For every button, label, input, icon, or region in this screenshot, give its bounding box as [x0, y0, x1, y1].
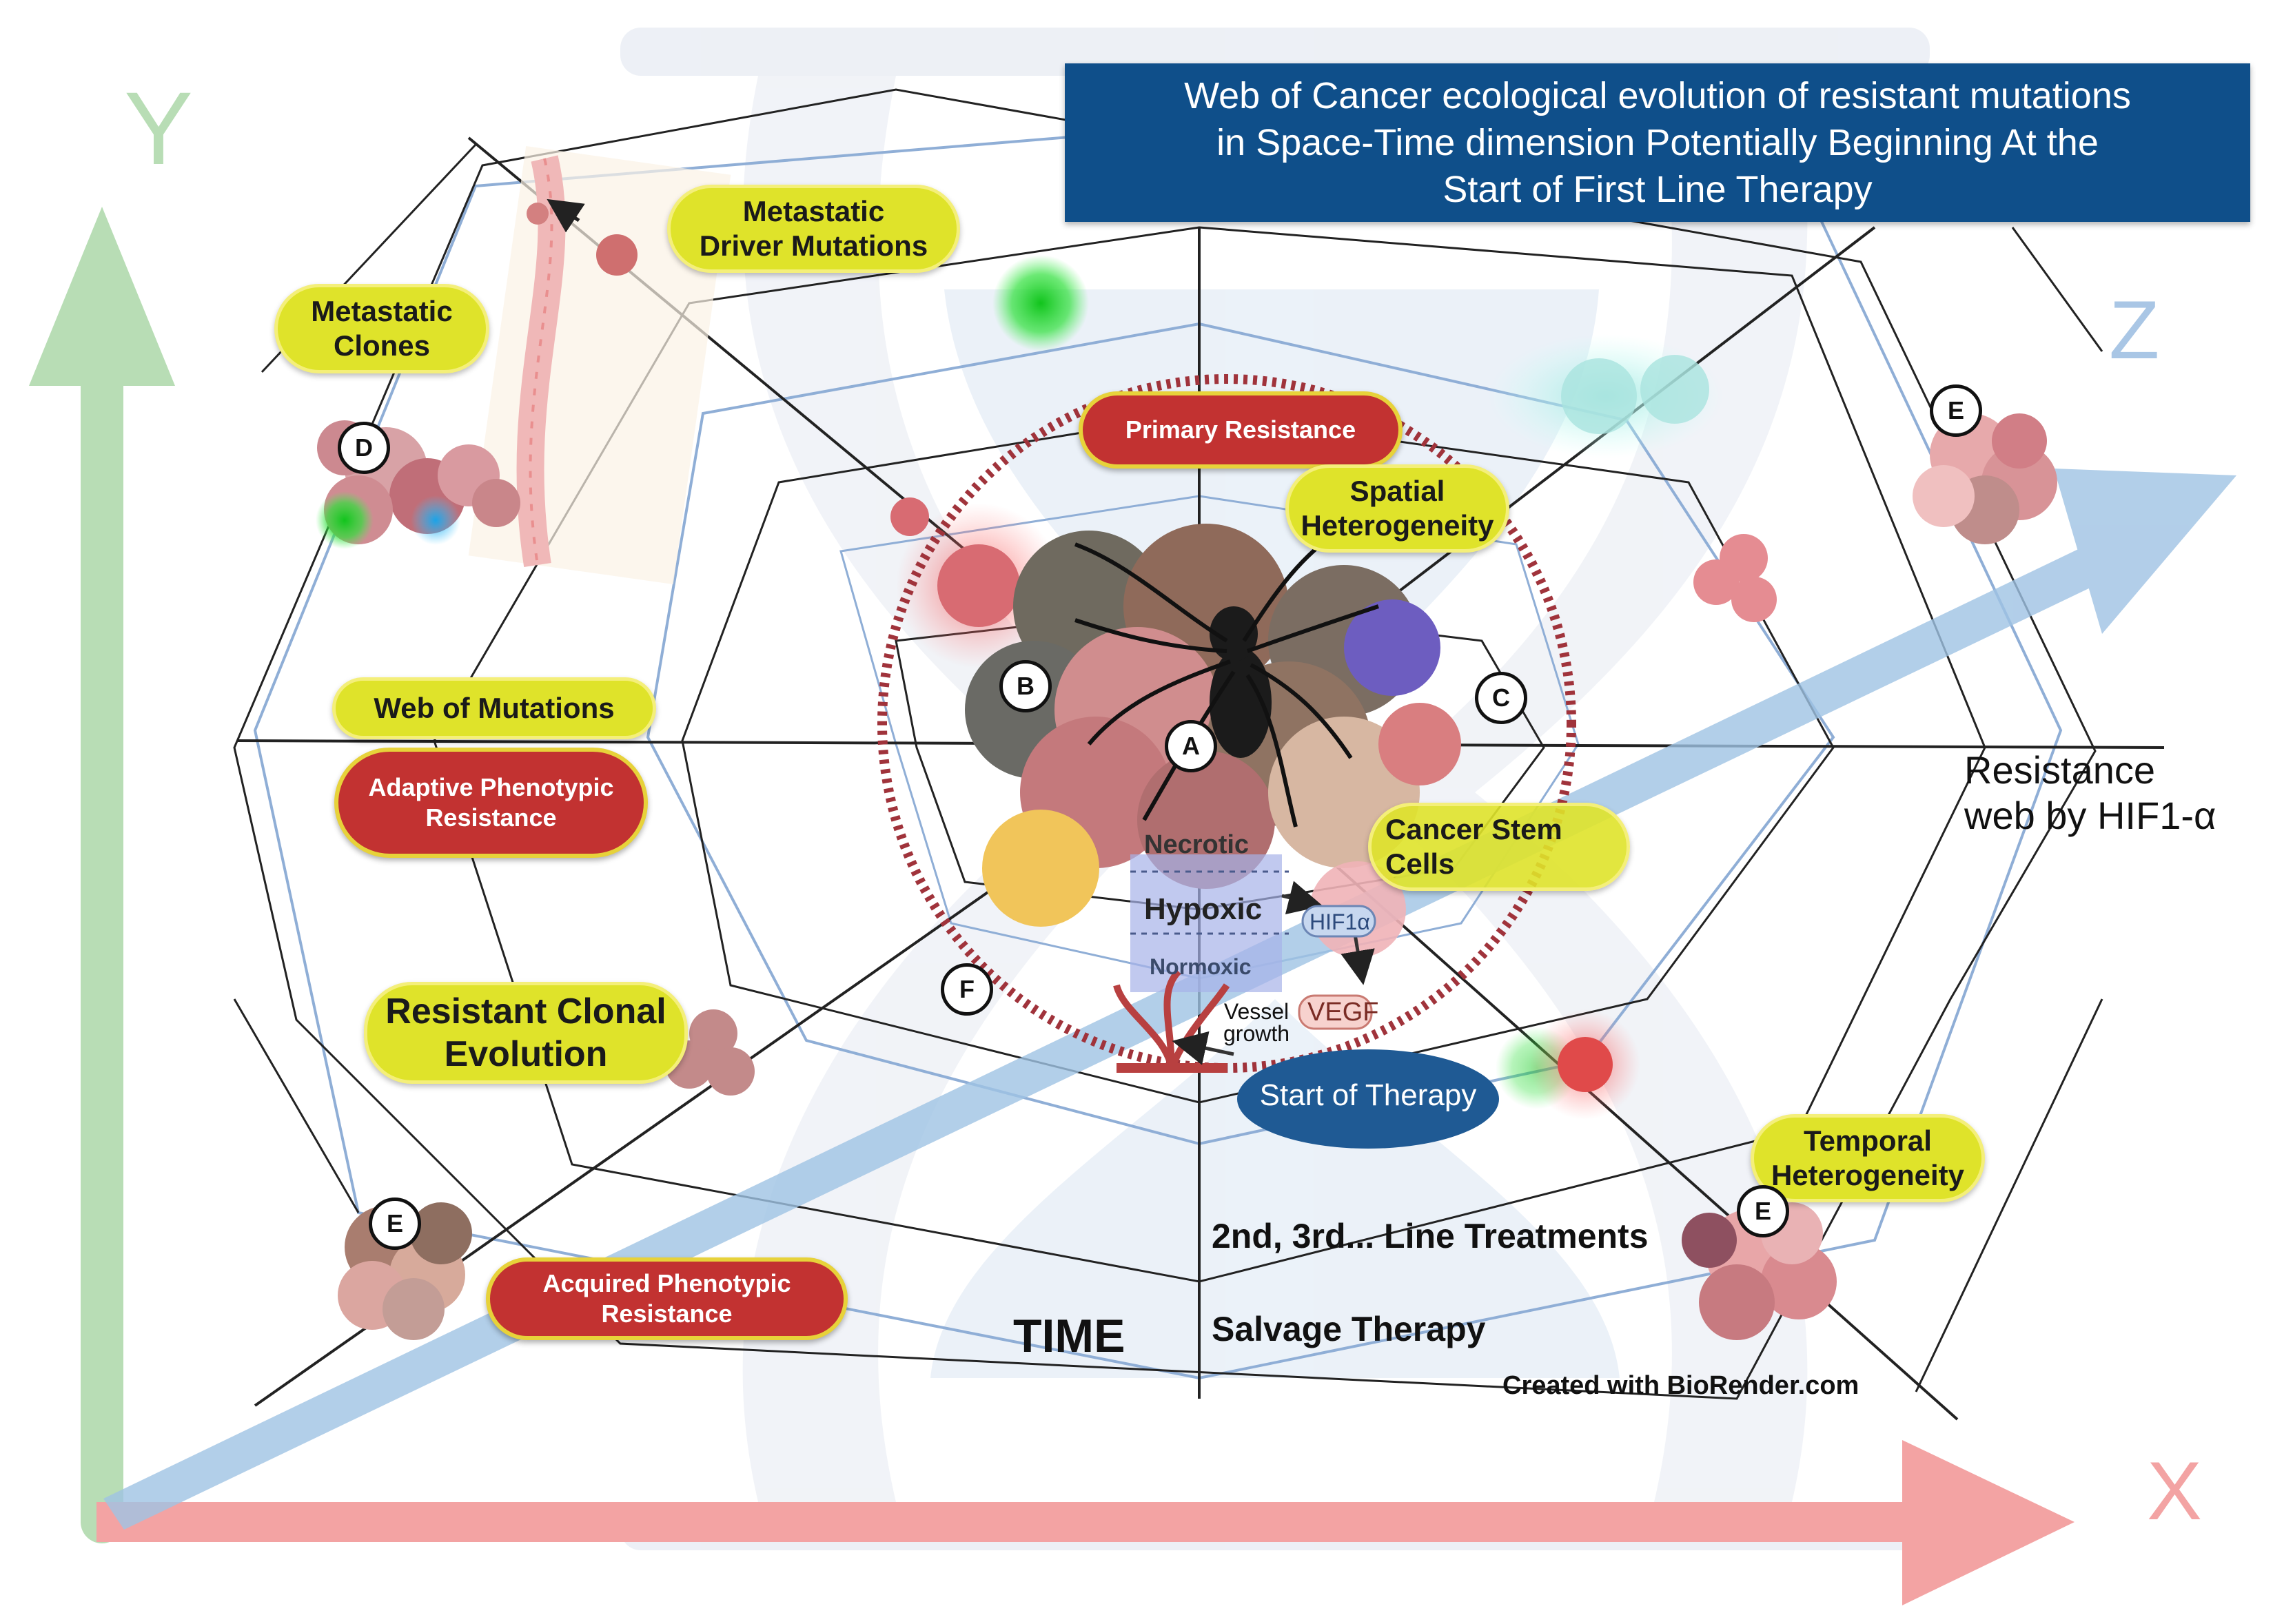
- metastatic-clones-label: Metastatic Clones: [274, 284, 489, 373]
- primary-resistance-label: Primary Resistance: [1079, 391, 1403, 469]
- label-line: Acquired Phenotypic: [542, 1269, 791, 1297]
- label-line: Resistant Clonal: [385, 991, 666, 1031]
- hif1a-box: [1301, 905, 1376, 938]
- label-line: Evolution: [444, 1034, 608, 1074]
- title-line: Web of Cancer ecological evolution of re…: [1184, 75, 2131, 116]
- green-red-cells-right: [1496, 1009, 1640, 1120]
- vegf-box: [1298, 994, 1373, 1030]
- tumor-cluster-e-right: [1913, 413, 2057, 544]
- label-line: Adaptive Phenotypic: [368, 773, 614, 801]
- label-line: growth: [1223, 1021, 1290, 1046]
- resistant-clonal-evolution-label: Resistant Clonal Evolution: [364, 982, 688, 1084]
- metastasis-vessel-panel: [468, 146, 731, 584]
- marker-a: A: [1165, 720, 1217, 772]
- axis-y: [29, 207, 175, 1543]
- hif1a-label: HIF1α: [1309, 909, 1370, 934]
- salvage-therapy-label: Salvage Therapy: [1212, 1310, 1486, 1348]
- label-line: Metastatic: [742, 195, 885, 227]
- metastatic-driver-mutations-label: Metastatic Driver Mutations: [667, 185, 960, 273]
- start-of-therapy-label: Start of Therapy: [1259, 1078, 1477, 1112]
- web-of-mutations-label: Web of Mutations: [332, 677, 656, 739]
- time-label: TIME: [1013, 1310, 1125, 1362]
- title-line: Start of First Line Therapy: [1443, 169, 1873, 210]
- acquired-phenotypic-resistance-label: Acquired Phenotypic Resistance: [486, 1257, 848, 1340]
- start-of-therapy-ellipse: [1237, 1049, 1499, 1149]
- marker-e-right: E: [1930, 384, 1982, 437]
- marker-f: F: [941, 963, 993, 1016]
- hypoxic-label: Hypoxic: [1144, 892, 1263, 926]
- label-line: Resistance: [1964, 748, 2156, 792]
- diagram-title: Web of Cancer ecological evolution of re…: [1065, 63, 2250, 222]
- label-line: Driver Mutations: [699, 229, 928, 262]
- label-line: Metastatic: [311, 295, 453, 327]
- label-line: Temporal: [1804, 1124, 1932, 1157]
- normoxic-label: Normoxic: [1150, 954, 1252, 979]
- label-line: Vessel: [1223, 999, 1290, 1024]
- green-glow-cell: [992, 255, 1089, 351]
- axis-x: [96, 1440, 2075, 1605]
- marker-d: D: [338, 422, 390, 474]
- vegf-label: VEGF: [1307, 998, 1379, 1027]
- resistance-web-label: Resistance web by HIF1-α: [1964, 748, 2216, 839]
- axis-z-label: Z: [2109, 284, 2160, 376]
- label-line: Heterogeneity: [1301, 509, 1494, 542]
- axis-y-label: Y: [124, 70, 194, 186]
- marker-b: B: [999, 660, 1052, 712]
- vessel-growth-label: Vessel growth: [1223, 1000, 1290, 1045]
- spatial-heterogeneity-label: Spatial Heterogeneity: [1285, 464, 1509, 553]
- spider-icon: [1074, 522, 1379, 828]
- line-treatments-label: 2nd, 3rd... Line Treatments: [1212, 1217, 1649, 1255]
- small-cell-cluster-right: [1693, 534, 1777, 622]
- necrotic-label: Necrotic: [1144, 830, 1250, 859]
- label-line: Cells: [1385, 847, 1455, 880]
- clonal-cells-left: [665, 1009, 755, 1096]
- label-line: Heterogeneity: [1771, 1159, 1965, 1191]
- cyan-glow-cells: [1489, 334, 1723, 458]
- cancer-stem-cells-label: Cancer Stem Cells: [1368, 803, 1630, 891]
- label-line: Resistance: [425, 803, 557, 832]
- label-line: Resistance: [601, 1299, 733, 1328]
- label-line: Clones: [333, 329, 431, 362]
- marker-e-bottom-right: E: [1737, 1185, 1789, 1237]
- marker-c: C: [1475, 672, 1527, 724]
- label-line: web by HIF1-α: [1964, 794, 2216, 837]
- tumor-cluster-e-left: [338, 1202, 472, 1340]
- temporal-heterogeneity-label: Temporal Heterogeneity: [1751, 1114, 1985, 1202]
- title-line: in Space-Time dimension Potentially Begi…: [1216, 122, 2099, 163]
- biorender-credit: Created with BioRender.com: [1502, 1371, 1859, 1400]
- marker-e-left: E: [369, 1198, 421, 1250]
- adaptive-phenotypic-resistance-label: Adaptive Phenotypic Resistance: [334, 748, 648, 858]
- axis-x-label: X: [2147, 1445, 2203, 1537]
- label-line: Cancer Stem: [1385, 813, 1562, 845]
- label-line: Spatial: [1349, 475, 1445, 507]
